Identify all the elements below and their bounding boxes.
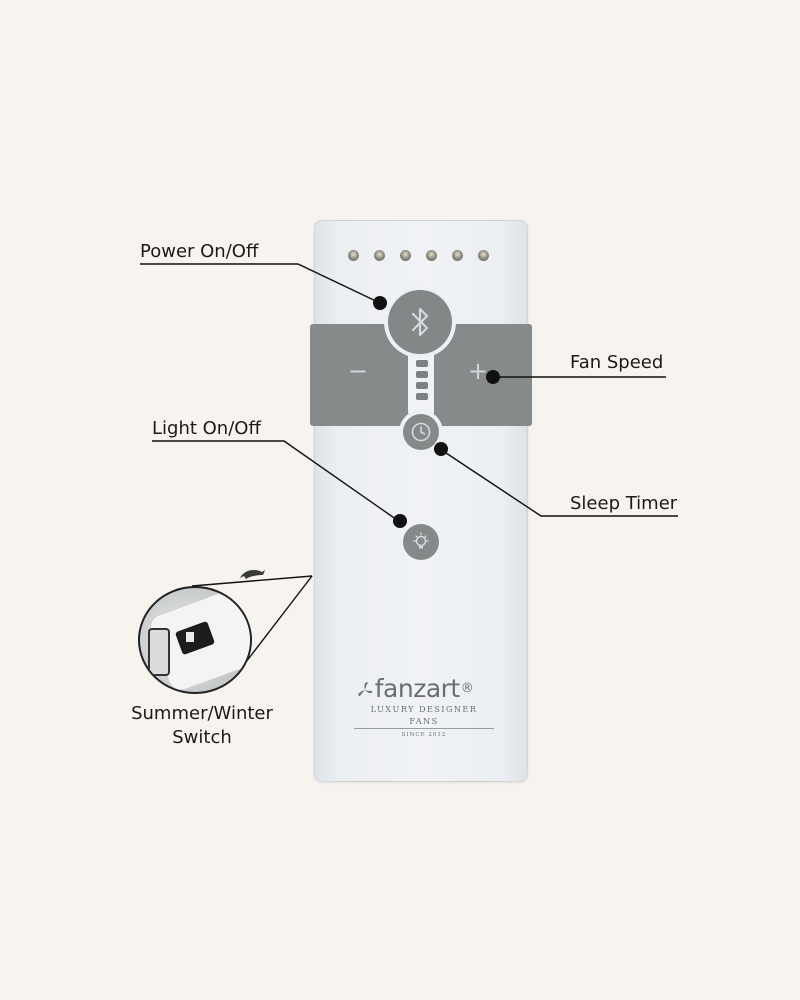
bulb-icon — [413, 532, 429, 549]
remote-control: − + — [310, 220, 532, 782]
speed-level-bar — [416, 360, 428, 367]
brand-text: fanzart — [374, 674, 461, 703]
fan-speed-label: Fan Speed — [570, 352, 664, 373]
dolphin-icon — [240, 570, 265, 579]
fan-speed-callout-dot — [486, 370, 500, 384]
clock-icon — [411, 422, 431, 442]
led-indicator — [348, 250, 359, 261]
led-indicator — [374, 250, 385, 261]
power-label: Power On/Off — [140, 241, 259, 262]
bluetooth-icon — [411, 307, 429, 337]
power-callout-line — [140, 263, 381, 304]
registered-mark: ® — [460, 681, 474, 696]
sleep-timer-label: Sleep Timer — [570, 493, 678, 514]
led-indicator — [426, 250, 437, 261]
brand-tagline: LUXURY DESIGNER FANS — [354, 703, 494, 729]
remote-side-edge — [148, 628, 170, 676]
speed-level-bar — [416, 371, 428, 378]
led-indicator — [478, 250, 489, 261]
led-indicator — [400, 250, 411, 261]
zoom-callout-line-top — [191, 575, 313, 587]
sleep-timer-callout-line — [439, 448, 678, 517]
summer-winter-switch[interactable] — [186, 632, 194, 642]
fan-speed-decrease-button[interactable]: − — [348, 357, 369, 385]
zoom-callout-line-bottom — [245, 575, 313, 663]
sleep-timer-button[interactable] — [403, 414, 439, 450]
fan-logo-icon — [358, 682, 373, 696]
led-indicators — [348, 250, 489, 261]
power-button[interactable] — [388, 290, 452, 354]
light-button[interactable] — [403, 524, 439, 560]
power-callout-dot — [373, 296, 387, 310]
light-callout-dot — [393, 514, 407, 528]
speed-level-bar — [416, 393, 428, 400]
light-callout-line — [152, 440, 401, 523]
summer-winter-label: Summer/Winter Switch — [118, 702, 286, 750]
speed-level-bar — [416, 382, 428, 389]
brand-name: fanzart® — [354, 675, 494, 703]
sleep-timer-callout-dot — [434, 442, 448, 456]
brand-logo: fanzart® LUXURY DESIGNER FANS SINCE 2012 — [354, 675, 494, 738]
led-indicator — [452, 250, 463, 261]
summer-winter-switch-zoom — [138, 586, 252, 694]
brand-since: SINCE 2012 — [401, 732, 447, 738]
fan-speed-increase-button[interactable]: + — [468, 357, 489, 385]
light-label: Light On/Off — [152, 418, 261, 439]
summer-winter-label-line1: Summer/Winter — [131, 703, 273, 724]
summer-winter-label-line2: Switch — [172, 727, 232, 748]
